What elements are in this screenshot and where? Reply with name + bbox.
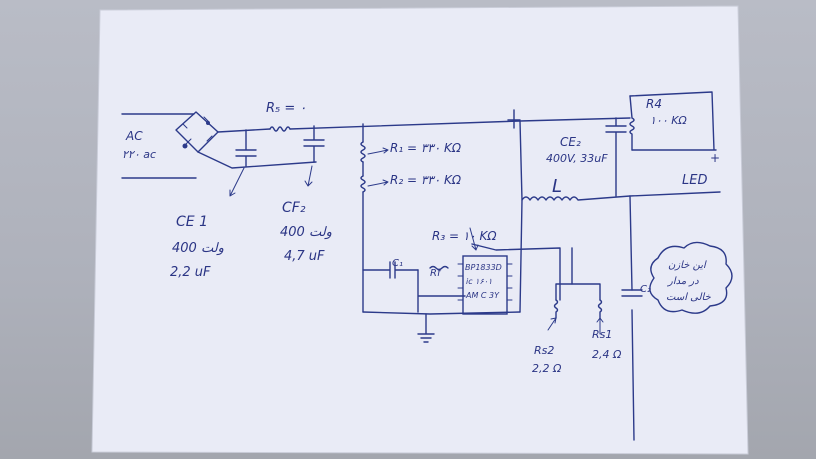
cf2-label: CF₂: [282, 200, 306, 216]
rs1-value: 2,4 Ω: [592, 348, 622, 361]
r4-label: R4: [646, 97, 662, 111]
c2-label: C₂: [640, 284, 651, 295]
ground-symbol: [417, 313, 435, 343]
r2-label: R₂ = ۳۳۰ KΩ: [390, 173, 462, 187]
rs1-arrow: [596, 317, 604, 335]
c1-capacitor: [362, 261, 419, 279]
rs2-arrow: [547, 317, 557, 331]
cf2-value: 4,7 uF: [284, 249, 325, 264]
r1-arrow: [367, 147, 389, 155]
c2-capacitor: [621, 289, 643, 297]
r4-resistor: [629, 91, 717, 151]
note-line-2: در مدار: [666, 276, 699, 287]
r5-resistor: [269, 126, 291, 132]
rf-resistor: [429, 265, 449, 271]
r2-arrow: [367, 179, 389, 187]
inductor-l: [521, 195, 631, 201]
note-line-1: این خازن: [668, 260, 707, 271]
led-plus-label: +: [710, 151, 720, 165]
note-cloud: [649, 241, 733, 314]
ac-input-wires: [121, 113, 197, 179]
ce2-label: CE₂: [560, 135, 581, 149]
rs-resistors: [553, 247, 603, 319]
ce1-capacitor: [235, 129, 257, 167]
bottom-return: [197, 151, 317, 169]
led-label: LED: [682, 173, 707, 188]
r3-arrow: [469, 227, 479, 251]
ce2-capacitor: [605, 117, 627, 197]
cf2-capacitor: [303, 125, 325, 163]
r1-label: R₁ = ۳۳۰ KΩ: [390, 141, 462, 155]
ce2-value: 400V, 33uF: [546, 152, 608, 165]
paper-sheet: [91, 5, 749, 455]
rf-label: Rf: [430, 268, 442, 279]
inductor-label: L: [552, 176, 562, 197]
r3-label: R₃ = ۱۰ KΩ: [432, 229, 497, 243]
rs2-label: Rs2: [534, 344, 554, 357]
ac-voltage-label: ۲۲۰ ac: [122, 148, 156, 161]
r5-label: R₅ = ۰: [266, 101, 306, 116]
rs1-label: Rs1: [592, 328, 612, 341]
diode: [507, 109, 521, 129]
c1-label: C₁: [392, 258, 403, 269]
cf2-arrow: [304, 165, 313, 187]
cf2-voltage: 400 ولت: [280, 225, 332, 240]
top-bus: [217, 117, 631, 133]
lower-frame: [362, 269, 521, 315]
ic-label-1: BP1833D: [465, 263, 502, 272]
r1-r2-chain: [360, 123, 366, 313]
ic-label-3: AM C 3Y: [465, 291, 500, 300]
ac-label: AC: [125, 129, 143, 143]
ce1-arrow: [229, 167, 245, 197]
r4-value: ۱۰۰ KΩ: [650, 114, 687, 127]
r3-wire: [471, 243, 561, 301]
ic-label-2: ic ۱۶۰۱: [466, 277, 492, 286]
rs2-value: 2,2 Ω: [532, 362, 562, 375]
ce1-value: 2,2 uF: [170, 265, 211, 280]
led-output-wires: [629, 191, 721, 441]
note-line-3: خالی است: [666, 292, 712, 303]
ic-chip: [457, 255, 513, 315]
ce1-voltage: 400 ولت: [172, 241, 224, 256]
ce1-label: CE 1: [176, 214, 208, 230]
